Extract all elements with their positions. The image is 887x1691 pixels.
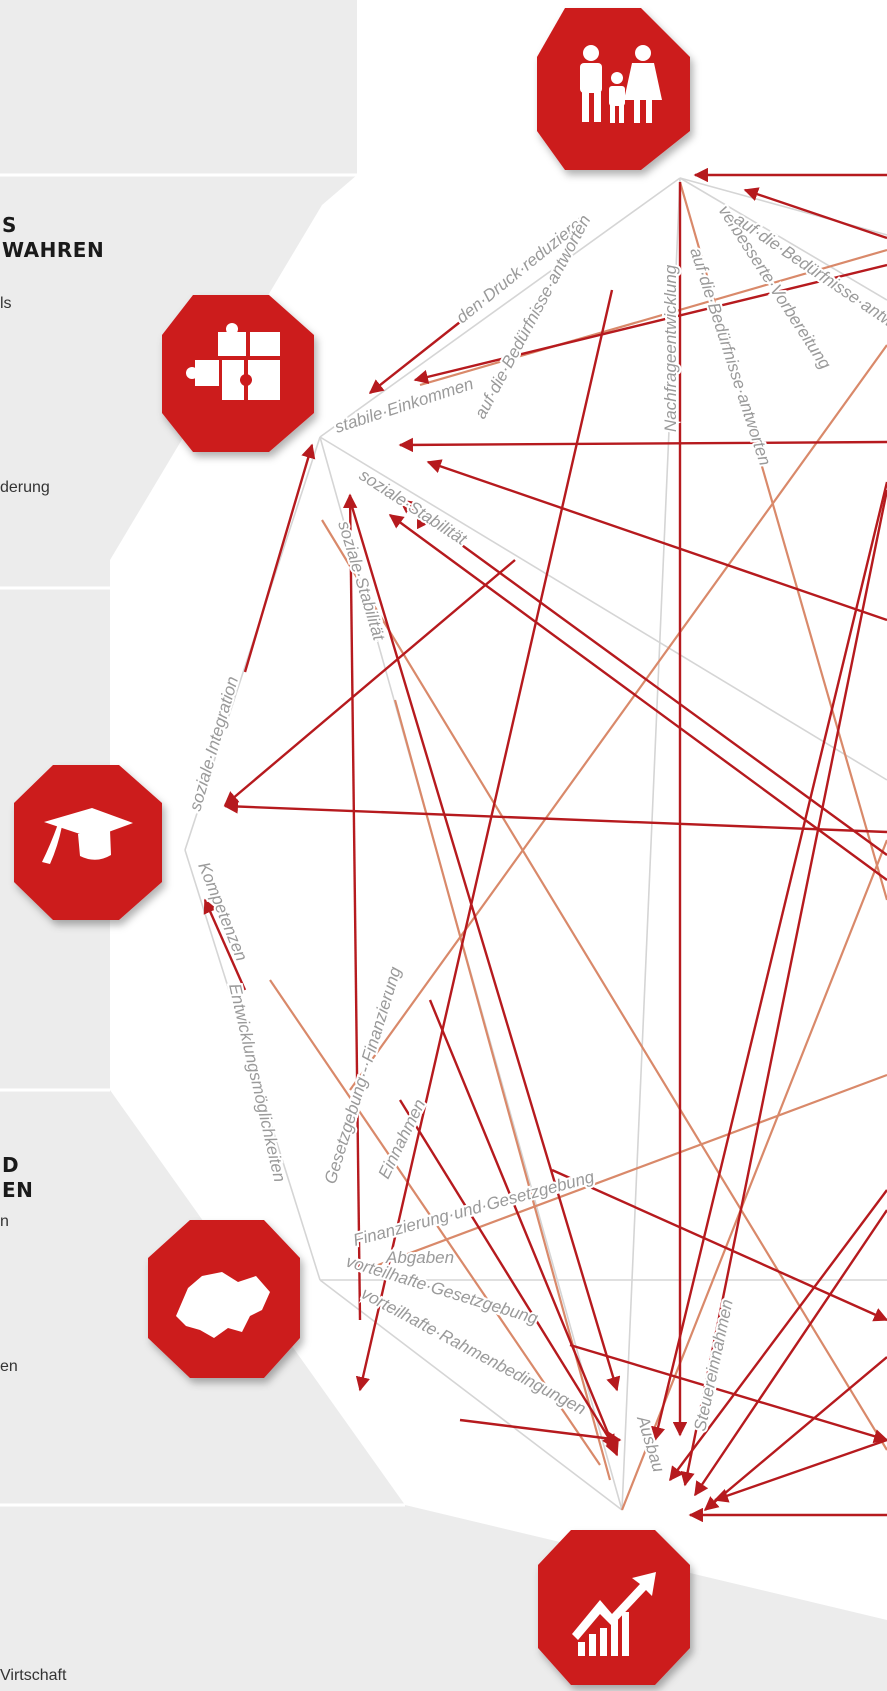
label-soziale-stabilitaet-1: soziale·Stabilität	[356, 465, 471, 549]
section-2-text-1: n	[0, 1213, 9, 1230]
section-1-text-1: ls	[0, 295, 12, 312]
family-icon	[580, 45, 662, 123]
label-ausbau-text: Ausbau	[633, 1413, 668, 1475]
section-2-text-2: en	[0, 1358, 18, 1375]
growth-chart-icon	[572, 1572, 656, 1656]
section-3-text-1: Virtschaft	[0, 1667, 67, 1684]
label-soziale-integration: soziale·Integration	[186, 674, 243, 813]
light-links	[269, 181, 887, 1511]
label-nachfrageentwicklung: Nachfrageentwicklung	[661, 264, 680, 432]
label-stabile-einkommen: stabile·Einkommen	[332, 374, 475, 437]
section-1-title: S WAHREN	[2, 213, 105, 262]
label-kompetenzen: Kompetenzen	[194, 859, 251, 963]
section-1-text-2: derung	[0, 479, 50, 496]
node-economy	[538, 1530, 690, 1685]
label-einnahmen: Einnahmen	[375, 1096, 430, 1182]
label-abgaben: Abgaben	[385, 1248, 454, 1267]
graduation-cap-icon	[42, 808, 133, 864]
label-entwicklungsmoeglichkeiten: Entwicklungsmöglichkeiten	[225, 982, 289, 1184]
switzerland-map-icon	[176, 1272, 270, 1338]
puzzle-icon	[186, 323, 280, 400]
label-beduerfnisse-1: auf·die·Bedürfnisse·antworten	[471, 212, 595, 422]
section-2-title: D EN	[2, 1153, 34, 1202]
dark-links	[203, 167, 887, 1523]
